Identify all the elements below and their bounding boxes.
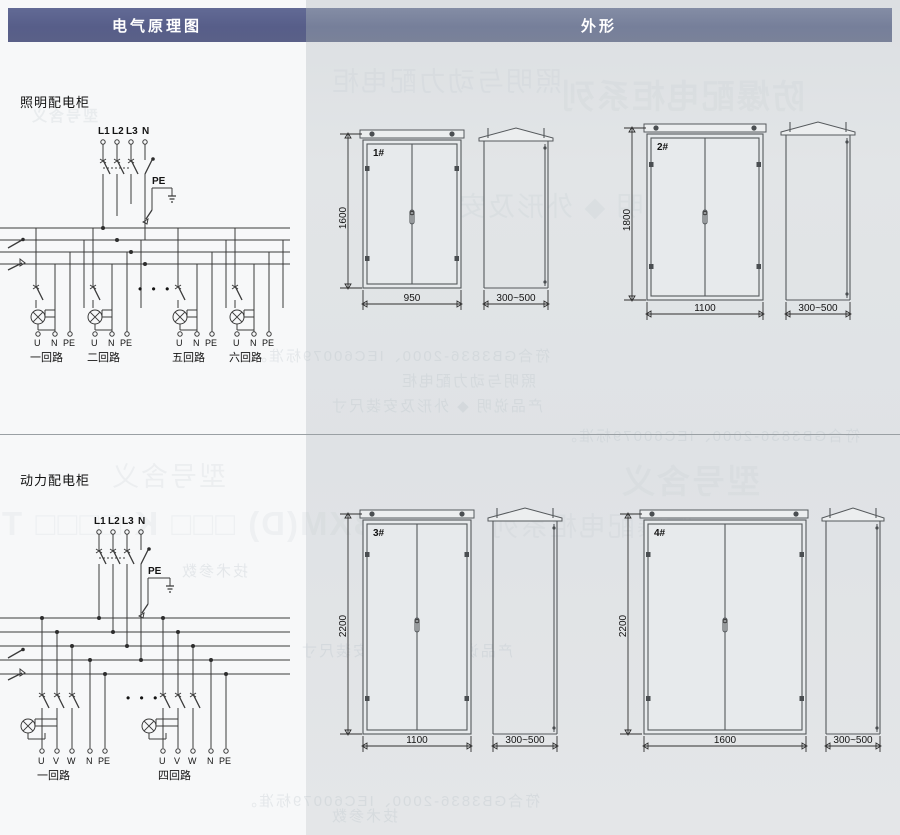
dim-depth-2: 300~500: [798, 303, 838, 314]
terminal-u: U: [176, 338, 183, 348]
circuit-label-5: 五回路: [172, 351, 205, 364]
terminal-v: V: [174, 756, 180, 766]
cabinet-drawing-1: 1# 1600 950 300~500: [336, 118, 586, 328]
header-left-label: 电气原理图: [111, 17, 202, 35]
incoming-label-l1: L1: [94, 516, 106, 527]
section-title-lighting: 照明配电柜: [20, 95, 91, 110]
ellipsis: • • •: [138, 282, 172, 296]
circuit-label-1: 一回路: [37, 769, 70, 782]
terminal-pe: PE: [262, 338, 274, 348]
header-tab-schematic[interactable]: 电气原理图: [8, 8, 306, 42]
pe-label: PE: [148, 566, 162, 577]
dim-width-3: 1100: [406, 735, 428, 746]
incoming-label-l2: L2: [112, 126, 124, 137]
dim-width-4: 1600: [714, 735, 737, 746]
ellipsis: • • •: [126, 691, 160, 705]
terminal-n: N: [86, 756, 93, 766]
dim-depth-1: 300~500: [496, 293, 536, 304]
left-panel-background: [0, 0, 306, 835]
cabinet-drawing-3: 3# 2200 1100 300~500: [336, 500, 586, 758]
terminal-v: V: [53, 756, 59, 766]
dim-width-1: 950: [404, 293, 421, 304]
terminal-n: N: [108, 338, 115, 348]
terminal-pe: PE: [205, 338, 217, 348]
dim-height-4: 2200: [618, 614, 629, 637]
terminal-u: U: [38, 756, 45, 766]
incoming-label-l1: L1: [98, 126, 110, 137]
cabinet-tag-1: 1#: [373, 148, 385, 159]
incoming-label-n: N: [142, 126, 149, 137]
terminal-n: N: [193, 338, 200, 348]
dim-height-1: 1600: [338, 206, 349, 229]
terminal-pe: PE: [98, 756, 110, 766]
cabinet-tag-4: 4#: [654, 528, 666, 539]
terminal-n: N: [51, 338, 58, 348]
cabinet-drawing-4: 4# 2200 1600 300~500: [610, 500, 890, 758]
terminal-w: W: [188, 756, 197, 766]
section-title-power: 动力配电柜: [20, 473, 91, 488]
circuit-label-1: 一回路: [30, 351, 63, 364]
dim-depth-3: 300~500: [505, 735, 545, 746]
terminal-u: U: [159, 756, 166, 766]
circuit-label-2: 二回路: [87, 351, 120, 364]
terminal-n: N: [250, 338, 257, 348]
cabinet-tag-3: 3#: [373, 528, 385, 539]
incoming-label-l3: L3: [122, 516, 134, 527]
circuit-label-6: 六回路: [229, 351, 262, 364]
terminal-u: U: [34, 338, 41, 348]
header-tab-outline[interactable]: 外形: [306, 8, 892, 42]
pe-label: PE: [152, 176, 166, 187]
dim-depth-4: 300~500: [833, 735, 873, 746]
terminal-n: N: [207, 756, 214, 766]
terminal-u: U: [233, 338, 240, 348]
cabinet-drawing-2: 2# 1800 1100 300~500: [618, 112, 888, 328]
cabinet-tag-2: 2#: [657, 142, 669, 153]
schematic-power: L1 L2 L3 N PE: [0, 508, 306, 782]
incoming-label-l3: L3: [126, 126, 138, 137]
schematic-lighting: L1 L2 L3 N PE: [0, 118, 306, 364]
terminal-w: W: [67, 756, 76, 766]
dim-height-3: 2200: [338, 614, 349, 637]
header-right-label: 外形: [580, 17, 617, 35]
incoming-label-l2: L2: [108, 516, 120, 527]
circuit-label-4: 四回路: [158, 769, 191, 782]
dim-height-2: 1800: [622, 208, 633, 231]
terminal-u: U: [91, 338, 98, 348]
terminal-pe: PE: [219, 756, 231, 766]
incoming-label-n: N: [138, 516, 145, 527]
dim-width-2: 1100: [694, 303, 716, 314]
section-divider: [0, 434, 900, 435]
terminal-pe: PE: [63, 338, 75, 348]
terminal-pe: PE: [120, 338, 132, 348]
